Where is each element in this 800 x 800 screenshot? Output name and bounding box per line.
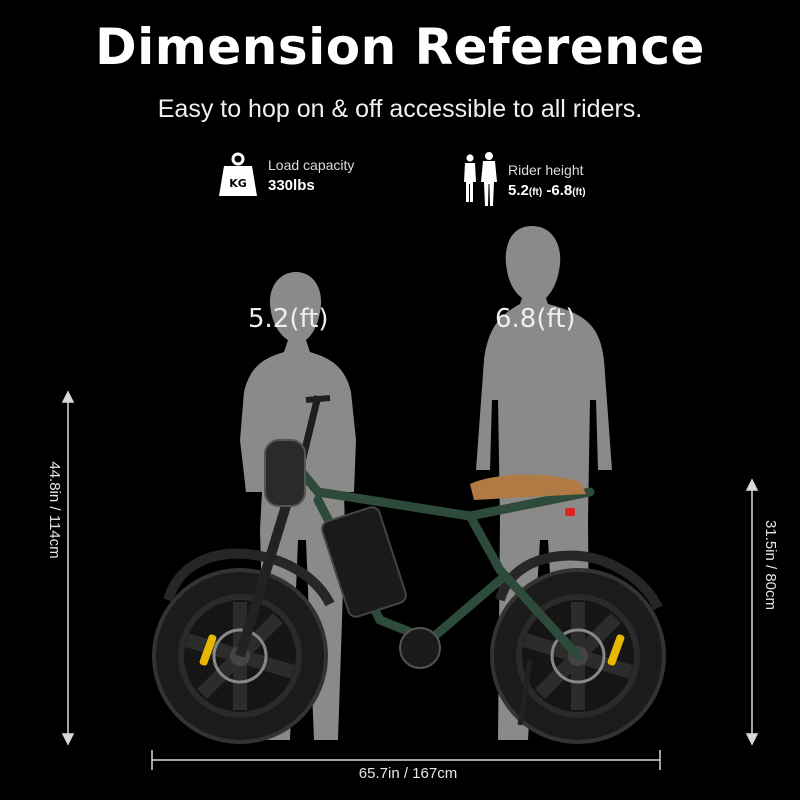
crank [399,627,441,669]
rider-height-unit-max: (ft) [572,186,586,198]
rider-height-min: 5.2 [508,181,529,199]
riders-silhouette-icon [464,152,497,206]
overall-height-label: 44.8in / 114cm [46,461,63,558]
height-dim-arrow-bottom [61,733,75,746]
rider-height-unit-min: (ft) [528,186,543,198]
dimension-lines [61,390,759,770]
weight-kg-icon: KG [219,152,257,196]
rider-height-label: Rider height [508,161,584,178]
rider-height-max: 6.8 [551,181,573,199]
seat-dim-arrow-bottom [745,733,759,746]
short-person-height-label: 5.2(ft) [248,304,329,334]
ebike-illustration [152,395,666,744]
battery-pack [321,506,407,618]
seat-height-label: 31.5in / 80cm [762,520,779,610]
seat [470,474,586,500]
kickstand [517,659,533,726]
rider-height-spec: Rider height 5.2(ft) -6.8(ft) [460,152,586,208]
rider-height-value: 5.2(ft) -6.8(ft) [508,182,586,199]
overall-length-label: 65.7in / 167cm [359,765,457,782]
load-capacity-value: 330lbs [268,176,315,194]
rear-light [565,508,575,516]
weight-icon-text: KG [229,177,247,190]
load-capacity-label: Load capacity [268,156,355,173]
front-fender [163,548,335,607]
page-subtitle: Easy to hop on & off accessible to all r… [157,95,643,123]
seat-dim-arrow-top [745,478,759,491]
headlight [264,439,306,507]
tall-person-height-label: 6.8(ft) [495,304,576,334]
page-title: Dimension Reference [95,18,705,76]
load-capacity-spec: KG Load capacity 330lbs [218,152,354,198]
rear-fender [495,550,663,611]
rider-height-separator: - [542,181,552,199]
height-dim-arrow-top [61,390,75,403]
handlebar [305,395,331,403]
